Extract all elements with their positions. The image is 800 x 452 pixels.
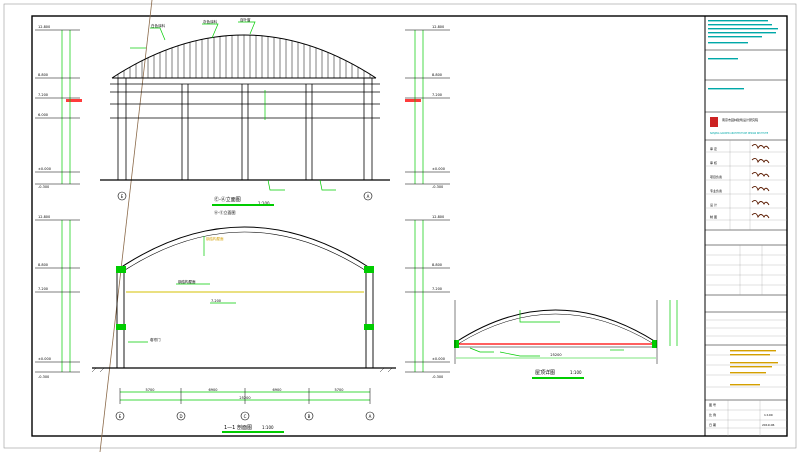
sheet-number-label: 图 号	[709, 402, 716, 407]
elevation-title: Ⓔ-Ⓐ立面图	[214, 196, 241, 203]
sec-level-right-3: 7.200	[432, 287, 442, 291]
sec-level-left-2: 8.800	[38, 263, 48, 267]
company-name-en: NANJING GARDEN ARCHITECTURE DESIGN INSTI…	[710, 132, 769, 135]
sec-axis-e: E	[119, 414, 122, 419]
inner-frame	[31, 15, 788, 437]
elev-level-right-4: ±0.000	[432, 167, 445, 171]
sec-level-right-2: 8.800	[432, 263, 442, 267]
elev-level-left-3: 7.200	[38, 93, 48, 97]
sec-span-2: 6900	[209, 388, 218, 392]
role-2: 审 核	[710, 160, 717, 165]
elev-level-left-5: ±0.000	[38, 167, 51, 171]
sec-axis-c: C	[244, 414, 247, 419]
elevation-subtitle: Ⓐ-Ⓔ立面图	[214, 209, 235, 215]
elev-level-left-4: 6.000	[38, 113, 48, 117]
signatures	[751, 143, 770, 219]
section-leader: 钢结构屋面	[178, 279, 196, 284]
section-scale: 1:100	[262, 425, 274, 430]
sec-span-4: 5700	[335, 388, 344, 392]
elev-level-right-2: 8.800	[432, 73, 442, 77]
elevation-scale: 1:100	[258, 201, 270, 206]
elev-axis-a: A	[367, 194, 370, 199]
elevation-view: 白色涂料 灰色涂料 百叶窗 12.800 8.800 7.200 6.000 ±…	[35, 17, 450, 215]
sec-level-left-1: 12.800	[38, 215, 50, 219]
elev-level-left-1: 12.800	[38, 25, 50, 29]
sec-level-right-5: -0.300	[432, 375, 443, 379]
elev-level-right-3: 7.200	[432, 93, 442, 97]
section-ceiling-level: 7.200	[211, 299, 221, 303]
detail-scale: 1:100	[570, 370, 582, 375]
elev-leader-1: 白色涂料	[151, 23, 165, 28]
company-logo	[710, 117, 718, 127]
sec-level-left-5: -0.300	[38, 375, 49, 379]
sec-level-right-4: ±0.000	[432, 357, 445, 361]
title-block: 南京市园林建筑设计研究院 NANJING GARDEN ARCHITECTURE…	[705, 20, 787, 436]
construction-line	[99, 0, 153, 452]
section-title: 1—1 剖面图	[224, 424, 252, 431]
scale-value: 1:100	[764, 413, 773, 417]
sec-span-3: 6900	[273, 388, 282, 392]
date-value: 2019.06	[762, 423, 774, 427]
scale-label: 比 例	[709, 412, 716, 417]
section-door-label: 卷帘门	[150, 337, 161, 342]
sec-total: 25200	[239, 396, 250, 400]
role-4: 专业负责	[710, 188, 722, 193]
sec-level-left-3: 7.200	[38, 287, 48, 291]
sec-axis-d: D	[179, 414, 182, 419]
role-5: 设 计	[710, 202, 717, 207]
role-1: 审 定	[710, 146, 717, 151]
elev-axis-e: E	[121, 194, 124, 199]
roof-detail-view: 25200 屋顶详图 1:100	[454, 300, 678, 379]
detail-title: 屋顶详图	[535, 369, 555, 376]
section-view: 钢结构屋面 钢结构屋面 7.200 卷帘门 12.800 8.800 7.200…	[35, 215, 450, 433]
elev-leader-2: 灰色涂料	[203, 19, 217, 24]
sec-level-left-4: ±0.000	[38, 357, 51, 361]
role-6: 制 图	[710, 214, 717, 219]
sec-span-1: 5700	[146, 388, 155, 392]
elev-level-right-5: -0.300	[432, 185, 443, 189]
elev-level-right-1: 12.800	[432, 25, 444, 29]
sec-axis-b: B	[308, 414, 311, 419]
elev-level-left-2: 8.800	[38, 73, 48, 77]
section-roof-leader: 钢结构屋面	[206, 236, 224, 241]
outer-frame	[3, 3, 797, 449]
elev-level-left-6: -0.300	[38, 185, 49, 189]
detail-total: 25200	[550, 353, 561, 357]
company-name-cn: 南京市园林建筑设计研究院	[722, 117, 758, 122]
role-3: 项目负责	[710, 174, 722, 179]
elev-leader-3: 百叶窗	[240, 17, 251, 22]
sec-axis-a: A	[369, 414, 372, 419]
date-label: 日 期	[709, 422, 716, 427]
sec-level-right-1: 12.800	[432, 215, 444, 219]
